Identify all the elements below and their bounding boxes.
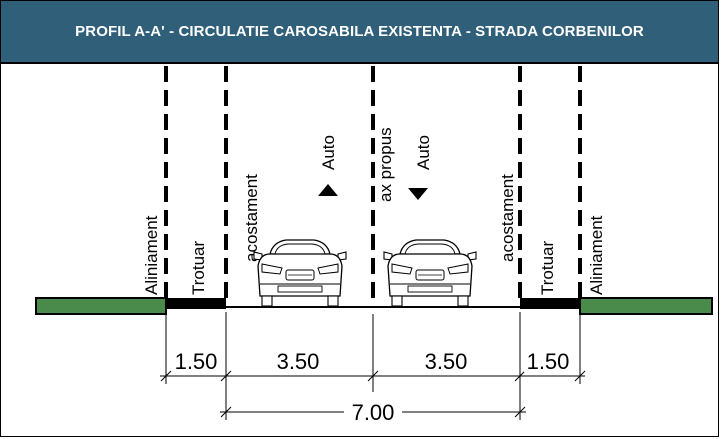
- sidewalk-right: [520, 298, 580, 309]
- dim-total: 7.00: [352, 400, 395, 425]
- dim-lane-right: 3.50: [425, 349, 468, 374]
- label-aliniament-left: Aliniament: [142, 215, 161, 295]
- car-front-icon: [253, 239, 347, 307]
- label-auto-left: Auto: [319, 135, 338, 170]
- label-trotuar-right: Trotuar: [538, 240, 557, 295]
- label-ax-propus: ax propus: [376, 127, 395, 202]
- green-verge-right: [579, 297, 713, 315]
- dim-lane-left: 3.50: [277, 349, 320, 374]
- arrow-down-icon: [408, 188, 428, 200]
- label-acostament-right: acostament: [498, 174, 517, 262]
- drawing-title: PROFIL A-A' - CIRCULATIE CAROSABILA EXIS…: [75, 23, 644, 40]
- label-acostament-left: acostament: [242, 174, 261, 262]
- label-auto-right: Auto: [414, 135, 433, 170]
- label-aliniament-right: Aliniament: [587, 215, 606, 295]
- dim-sidewalk-right: 1.50: [527, 349, 570, 374]
- car-rear-icon: [383, 239, 477, 307]
- sidewalk-left: [166, 298, 226, 309]
- arrow-up-icon: [318, 184, 338, 196]
- dim-sidewalk-left: 1.50: [175, 349, 218, 374]
- green-verge-left: [35, 297, 167, 315]
- label-trotuar-left: Trotuar: [189, 240, 208, 295]
- title-bar: PROFIL A-A' - CIRCULATIE CAROSABILA EXIS…: [1, 1, 718, 64]
